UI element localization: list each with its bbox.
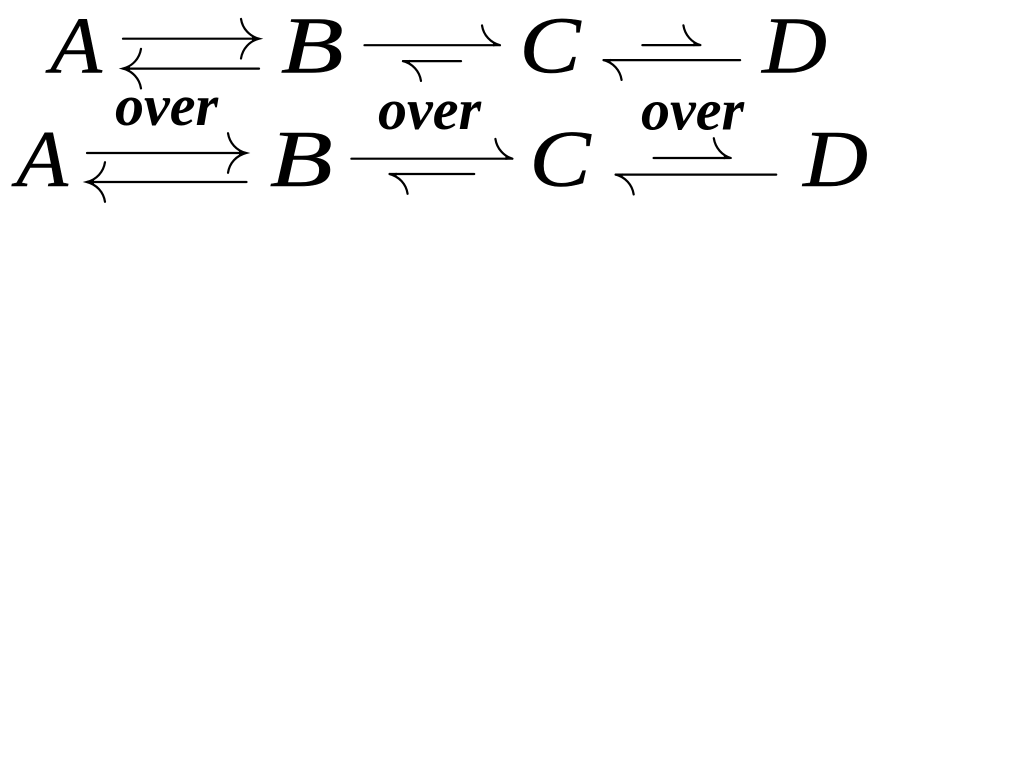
svg-text:A: A [45,2,103,90]
svg-text:D: D [802,115,868,203]
svg-text:B: B [281,1,344,89]
svg-text:C: C [519,1,582,90]
svg-text:over: over [378,77,481,142]
svg-text:D: D [761,2,827,90]
svg-text:over: over [115,73,218,138]
svg-text:B: B [270,115,333,203]
svg-text:A: A [11,115,69,203]
svg-text:over: over [641,78,744,143]
svg-text:C: C [529,114,592,203]
